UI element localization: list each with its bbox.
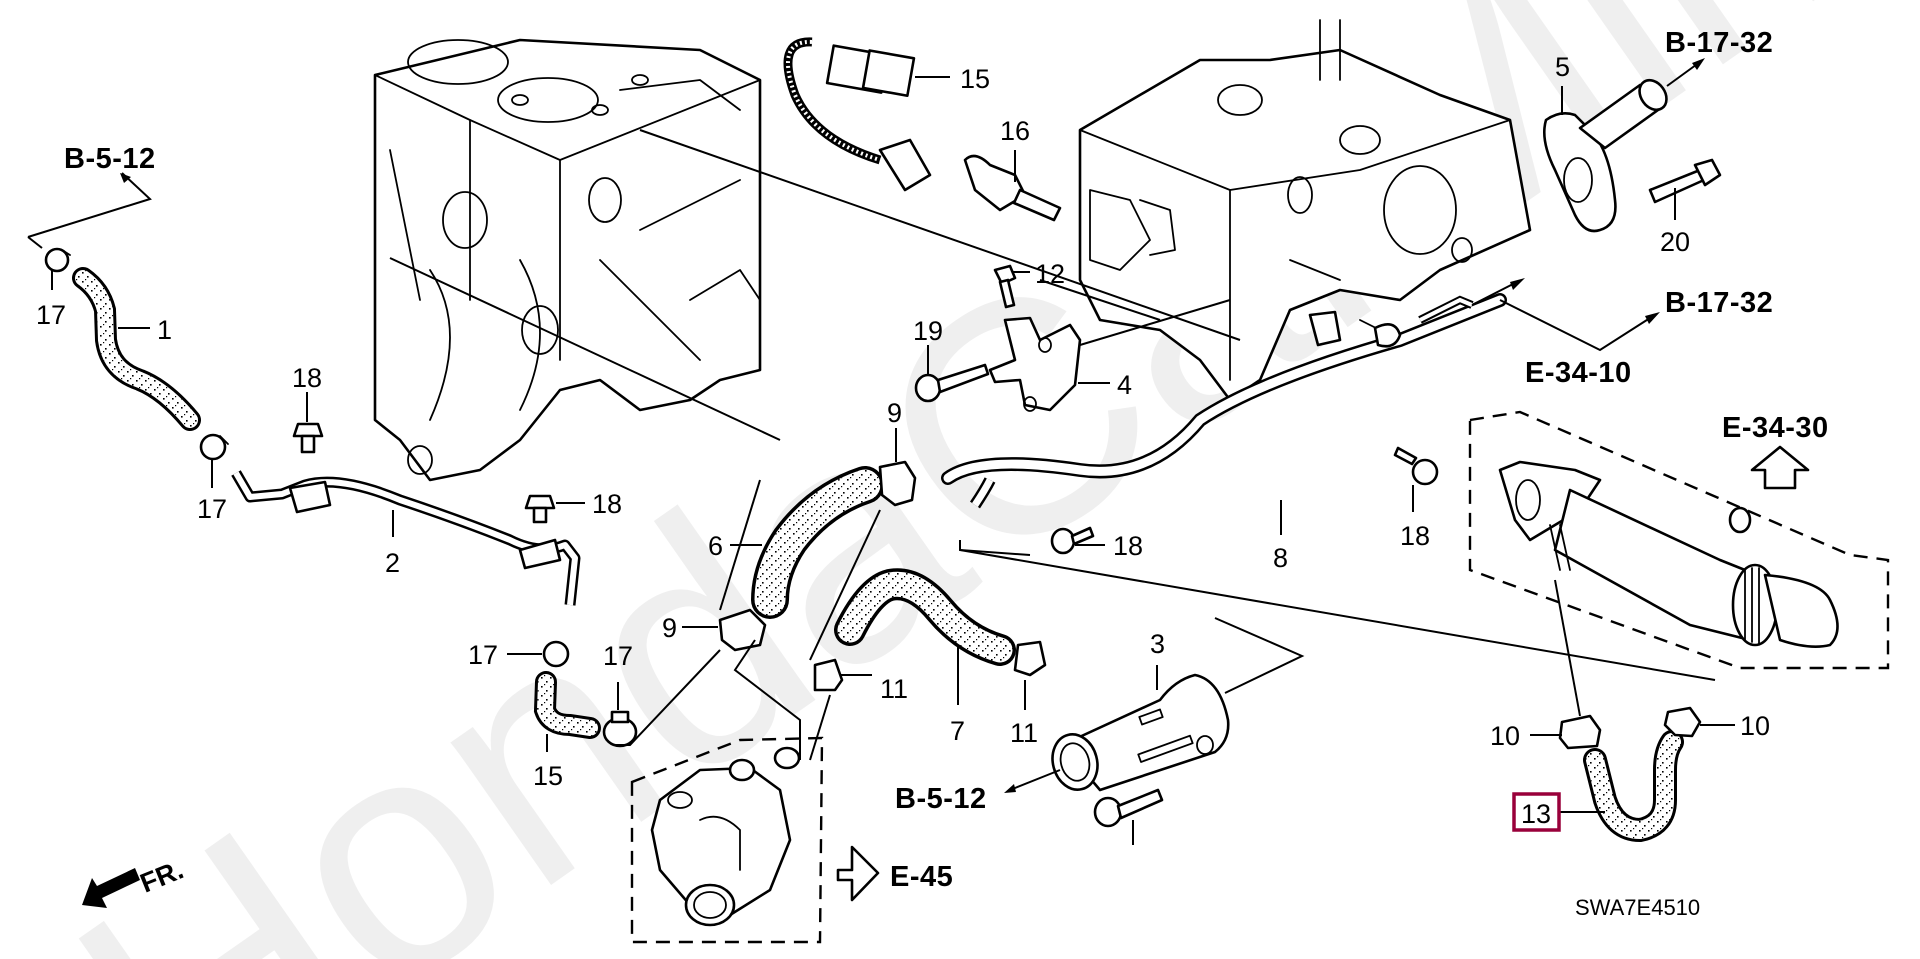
callout-16[interactable]: 16 [1000, 116, 1030, 146]
callout-8[interactable]: 8 [1273, 543, 1288, 573]
part-18-bolt-pipe-left [1050, 526, 1095, 555]
part-18-bolt-pipe2-left [292, 422, 324, 454]
callout-10[interactable]: 10 [1740, 711, 1770, 741]
e-34-30-up-arrow [1750, 445, 1810, 490]
part-17-clamp-c [542, 640, 570, 668]
callout-15[interactable]: 15 [960, 64, 990, 94]
callout-9[interactable]: 9 [662, 613, 677, 643]
part-14-hose [533, 671, 601, 739]
callout-3[interactable]: 3 [1150, 629, 1165, 659]
callout-11[interactable]: 11 [880, 674, 908, 704]
part-12-bolt [993, 264, 1017, 309]
part-15-harness [783, 37, 932, 192]
callout-17[interactable]: 17 [36, 300, 66, 330]
cylinder-head-illustration [1078, 19, 1532, 402]
part-18-bolt-pipe2-right [524, 494, 556, 524]
part-18-bolt-pipe-right [1393, 446, 1439, 486]
e-45-right-arrow [836, 845, 880, 902]
callout-18[interactable]: 18 [292, 363, 322, 393]
highlight-box [1512, 792, 1561, 832]
callout-17[interactable]: 17 [468, 640, 498, 670]
ref-b-5-12-top[interactable]: B-5-12 [64, 143, 156, 175]
part-19-bolt-top [1648, 158, 1722, 204]
ref-b-17-32-mid[interactable]: B-17-32 [1665, 287, 1773, 319]
part-4-water-passage [988, 316, 1082, 412]
callout-labels: 17 1 17 18 2 18 17 17 15 9 6 9 19 4 12 1… [36, 52, 1770, 791]
callout-12[interactable]: 12 [1035, 259, 1065, 289]
ref-e-45[interactable]: E-45 [890, 861, 953, 893]
callout-18[interactable]: 18 [1400, 521, 1430, 551]
part-9-clamp-upper [878, 460, 917, 507]
part-1-hose [72, 267, 201, 431]
ref-e-34-30[interactable]: E-34-30 [1722, 412, 1829, 444]
callout-13-highlighted[interactable]: 13 [1512, 792, 1561, 832]
watermark-text: HondaCarMine.ru [15, 0, 1920, 959]
part-11-clamp-right [1013, 640, 1047, 677]
callout-19[interactable]: 20 [1660, 227, 1690, 257]
part-17-clamp-b [199, 433, 229, 461]
part-17-clamp-d [602, 710, 638, 748]
callout-2[interactable]: 2 [385, 548, 400, 578]
part-16-temp-sensor [963, 154, 1062, 222]
part-6-hose [751, 466, 884, 619]
callout-6[interactable]: 6 [708, 531, 723, 561]
part-9-clamp-lower [718, 608, 767, 652]
callout-9[interactable]: 9 [887, 398, 902, 428]
part-10-clamp-right [1663, 706, 1702, 738]
part-11-clamp-left [813, 658, 844, 692]
part-13-hose [1583, 730, 1684, 843]
callout-13[interactable]: 13 [1521, 799, 1551, 829]
callout-19[interactable]: 19 [913, 316, 943, 346]
part-7-hose [834, 568, 1016, 666]
callout-17[interactable]: 17 [197, 494, 227, 524]
part-20-bolt [1093, 788, 1164, 828]
callout-7[interactable]: 7 [950, 716, 965, 746]
callout-5[interactable]: 5 [1555, 52, 1570, 82]
part-19-bolt-mid [914, 363, 990, 403]
callout-1[interactable]: 1 [157, 315, 172, 345]
reference-labels: B-5-12 B-17-32 B-17-32 E-34-10 E-34-30 B… [64, 27, 1829, 893]
ref-e-34-10[interactable]: E-34-10 [1525, 357, 1632, 389]
part-5-water-outlet [1543, 78, 1668, 233]
part-8-water-pipe [941, 293, 1507, 509]
egr-cooler-illustration [1468, 410, 1890, 670]
engine-block-illustration [373, 38, 762, 482]
part-17-clamp-a [44, 247, 71, 273]
part-3-water-passage [1051, 673, 1230, 792]
part-2-water-pipe [231, 470, 581, 606]
part-10-clamp-left [1558, 714, 1602, 750]
callout-4[interactable]: 4 [1117, 370, 1132, 400]
diagram-code: SWA7E4510 [1575, 895, 1700, 920]
callout-14[interactable]: 15 [533, 761, 563, 791]
callout-18[interactable]: 18 [1113, 531, 1143, 561]
callout-18[interactable]: 18 [592, 489, 622, 519]
ref-b-5-12-bottom[interactable]: B-5-12 [895, 783, 987, 815]
watermark: HondaCarMine.ru [15, 0, 1920, 959]
callout-17[interactable]: 17 [603, 641, 633, 671]
ref-b-17-32-top[interactable]: B-17-32 [1665, 27, 1773, 59]
callout-10[interactable]: 10 [1490, 721, 1520, 751]
callout-11[interactable]: 11 [1010, 718, 1038, 748]
leader-lines [27, 58, 1735, 845]
